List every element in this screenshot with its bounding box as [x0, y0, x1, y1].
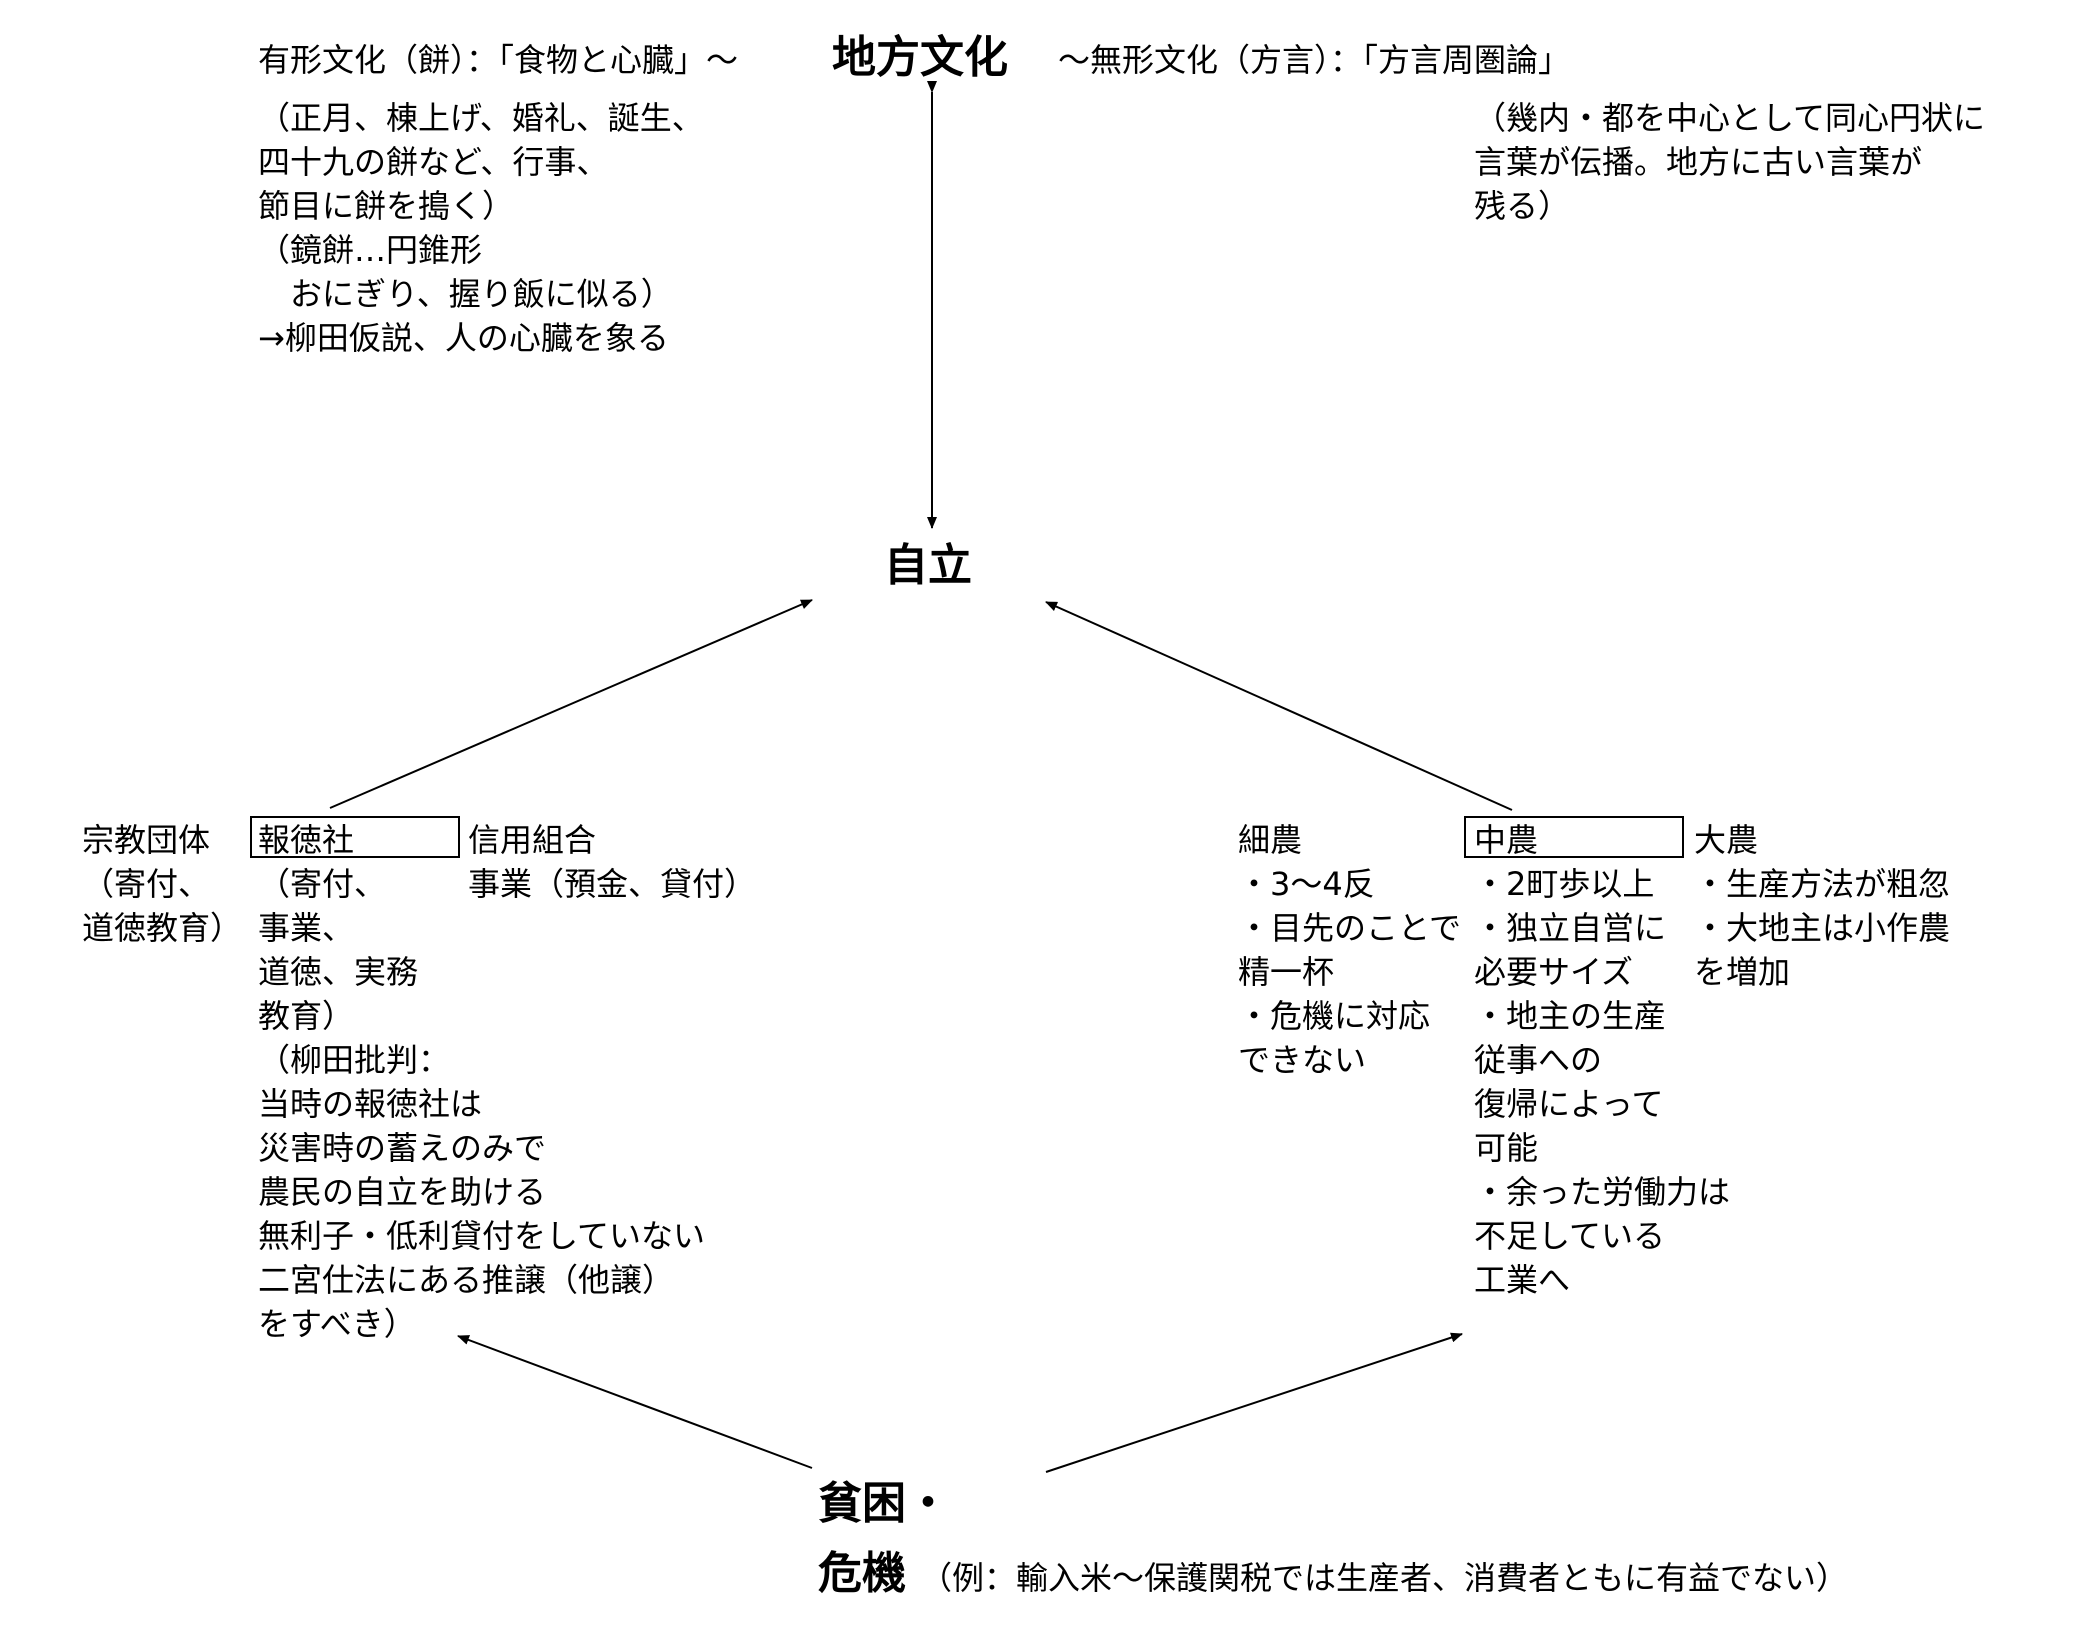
small-farm-text: 細農 ・3～4反 ・目先のことで 精一杯 ・危機に対応 できない	[1238, 821, 1462, 1079]
poverty-to-middle-farm-arrow	[1045, 1332, 1463, 1473]
hotokusha-to-independence-arrow	[329, 599, 813, 809]
middle-farm-box	[1464, 816, 1684, 858]
crisis-title: 危機	[818, 1548, 906, 1599]
tangible-culture-header: 有形文化（餅）：「食物と心臓」～	[258, 41, 739, 79]
large-farm-text: 大農 ・生産方法が粗忽 ・大地主は小作農 を増加	[1694, 821, 1951, 991]
middle-farm-label: 中農	[1474, 821, 1539, 859]
hotokusha-label: 報徳社	[258, 821, 355, 859]
local-culture-title: 地方文化	[832, 32, 1008, 83]
credit-union-text: 信用組合 事業（預金、貸付）	[468, 821, 757, 903]
crisis-example: （例：輸入米～保護関税では生産者、消費者ともに有益でない）	[920, 1559, 1849, 1597]
middle-farm-to-independence-arrow	[1045, 601, 1513, 811]
poverty-title: 貧困・	[818, 1478, 950, 1529]
hotokusha-body: （寄付、 事業、 道徳、実務 教育） （柳田批判： 当時の報徳社は 災害時の蓄え…	[258, 865, 706, 1343]
independence-title: 自立	[884, 540, 972, 591]
hotokusha-box	[250, 816, 460, 858]
intangible-culture-header: ～無形文化（方言）：「方言周圏論」	[1058, 41, 1571, 79]
middle-farm-body: ・2町歩以上 ・独立自営に 必要サイズ ・地主の生産 従事への 復帰によって 可…	[1474, 865, 1731, 1299]
poverty-to-hotokusha-arrow	[457, 1335, 813, 1469]
intangible-culture-body: （幾内・都を中心として同心円状に 言葉が伝播。地方に古い言葉が 残る）	[1474, 99, 1986, 225]
religious-organization-text: 宗教団体 （寄付、 道徳教育）	[82, 821, 243, 947]
tangible-culture-body: （正月、棟上げ、婚礼、誕生、 四十九の餅など、行事、 節目に餅を搗く） （鏡餅……	[258, 99, 704, 357]
